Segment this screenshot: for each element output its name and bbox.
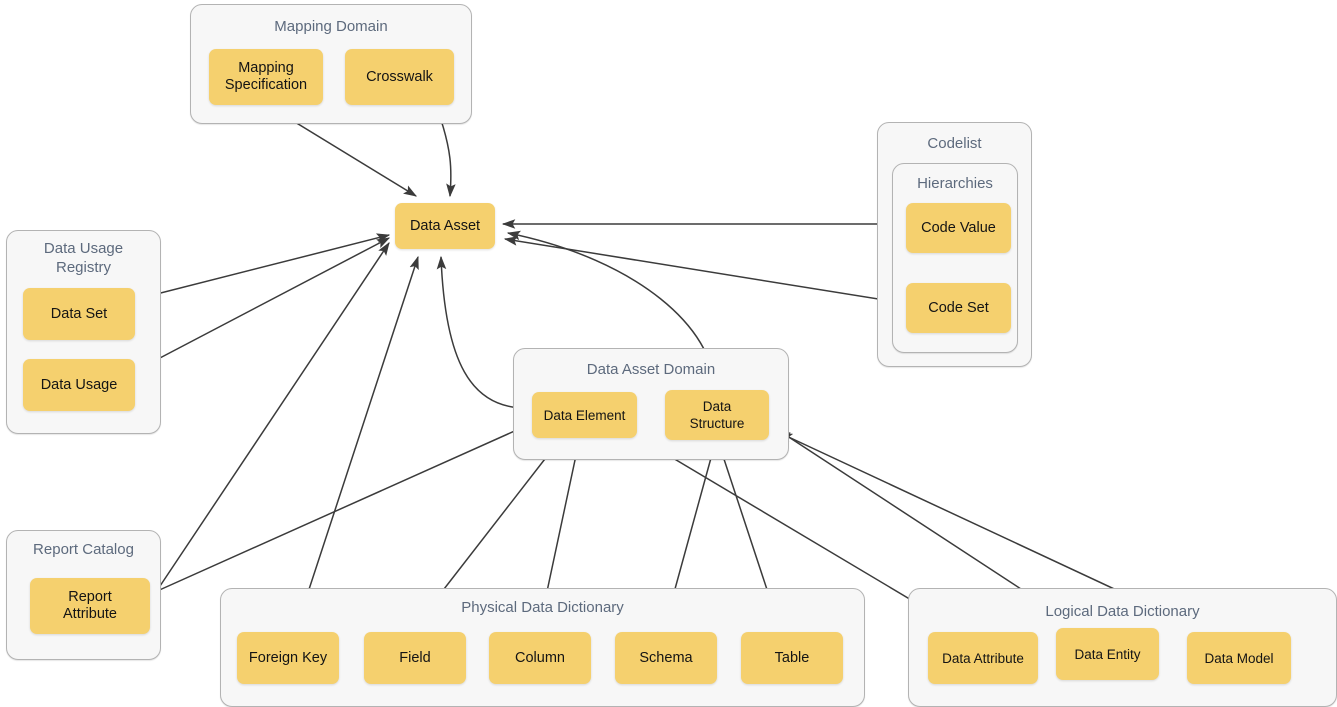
node-data-model[interactable]: Data Model (1187, 632, 1291, 684)
node-field[interactable]: Field (364, 632, 466, 684)
group-title: Mapping Domain (274, 18, 388, 35)
group-title: Codelist (927, 135, 982, 152)
group-title: Hierarchies (917, 175, 993, 192)
node-mapping-specification[interactable]: Mapping Specification (209, 49, 323, 105)
node-report-attribute[interactable]: Report Attribute (30, 578, 150, 634)
group-title: Logical Data Dictionary (1045, 603, 1200, 620)
edge-foreign_key-to-data_asset (295, 255, 419, 630)
edge-data_set-to-data_asset (136, 233, 391, 300)
node-data-set[interactable]: Data Set (23, 288, 135, 340)
edge-code_set-to-data_asset (503, 236, 904, 304)
node-column[interactable]: Column (489, 632, 591, 684)
group-title: Report Catalog (33, 541, 134, 558)
group-title: Data Usage Registry (43, 240, 124, 276)
node-code-set[interactable]: Code Set (906, 283, 1011, 333)
edge-report_attribute_de-to-data_element (154, 424, 530, 593)
node-data-element[interactable]: Data Element (532, 392, 637, 438)
node-foreign-key[interactable]: Foreign Key (237, 632, 339, 684)
node-table[interactable]: Table (741, 632, 843, 684)
edge-report_attribute-to-data_asset (151, 242, 390, 599)
node-data-entity[interactable]: Data Entity (1056, 628, 1159, 680)
node-data-asset[interactable]: Data Asset (395, 203, 495, 249)
edge-data_usage-to-data_asset (136, 237, 391, 371)
node-data-usage[interactable]: Data Usage (23, 359, 135, 411)
node-code-value[interactable]: Code Value (906, 203, 1011, 253)
node-data-structure[interactable]: Data Structure (665, 390, 769, 440)
group-title: Physical Data Dictionary (461, 599, 624, 616)
node-data-attribute[interactable]: Data Attribute (928, 632, 1038, 684)
node-crosswalk[interactable]: Crosswalk (345, 49, 454, 105)
node-schema[interactable]: Schema (615, 632, 717, 684)
group-title: Data Asset Domain (586, 361, 716, 378)
